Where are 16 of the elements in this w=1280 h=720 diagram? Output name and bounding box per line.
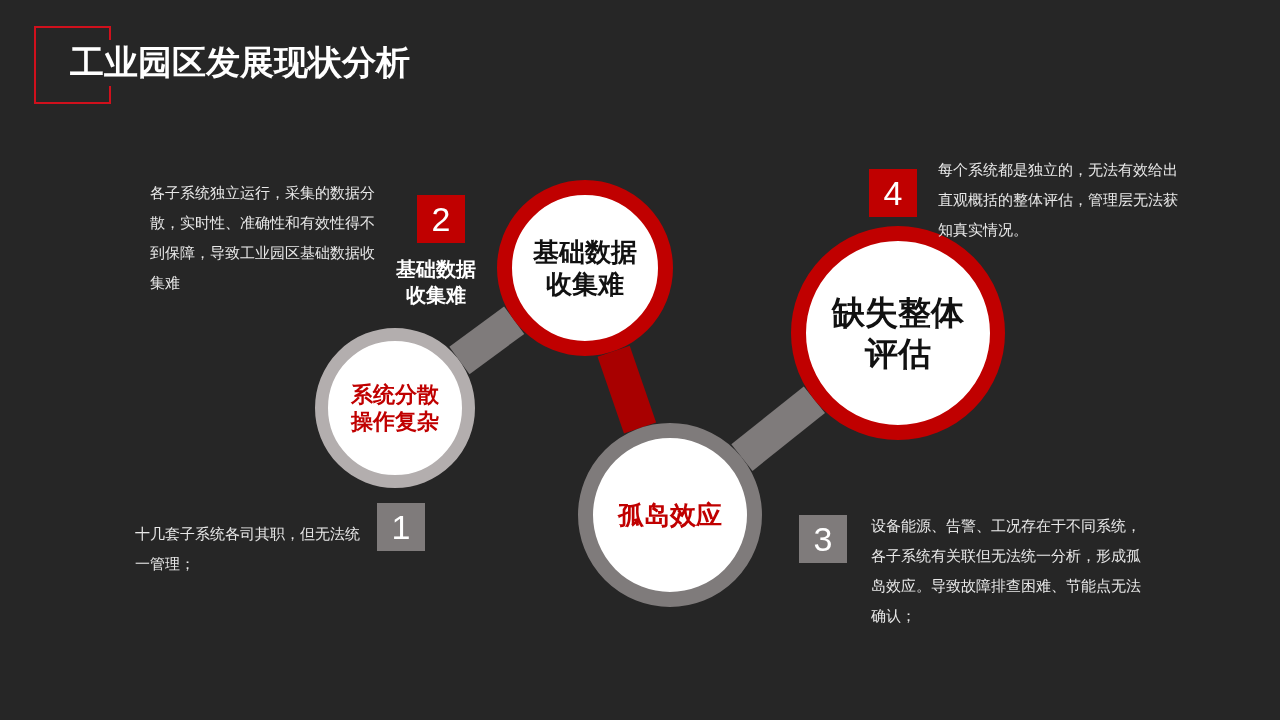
description-text: 各子系统独立运行，采集的数据分散，实时性、准确性和有效性得不到保障，导致工业园区基础数据收集难 (150, 183, 376, 294)
circle-title: 缺失整体评估 (832, 291, 964, 375)
connector (597, 345, 657, 434)
number-badge: 1 (377, 503, 425, 551)
connector (449, 306, 525, 375)
number-badge: 3 (799, 515, 847, 563)
number-badge: 2 (417, 195, 465, 243)
number-badge: 4 (869, 169, 917, 217)
description-text: 十几套子系统各司其职，但无法统一管理； (135, 524, 361, 575)
circle-title: 系统分散操作复杂 (351, 380, 439, 436)
description-text: 每个系统都是独立的，无法有效给出直观概括的整体评估，管理层无法获知真实情况。 (938, 160, 1179, 241)
circle-title: 孤岛效应 (618, 498, 722, 532)
subtitle: 基础数据收集难 (396, 256, 476, 308)
description-text: 设备能源、告警、工况存在于不同系统，各子系统有关联但无法统一分析，形成孤岛效应。导致故障排查困难、节能点无法确认； (871, 516, 1142, 627)
circle-title: 基础数据收集难 (533, 235, 637, 301)
connector (731, 386, 825, 471)
